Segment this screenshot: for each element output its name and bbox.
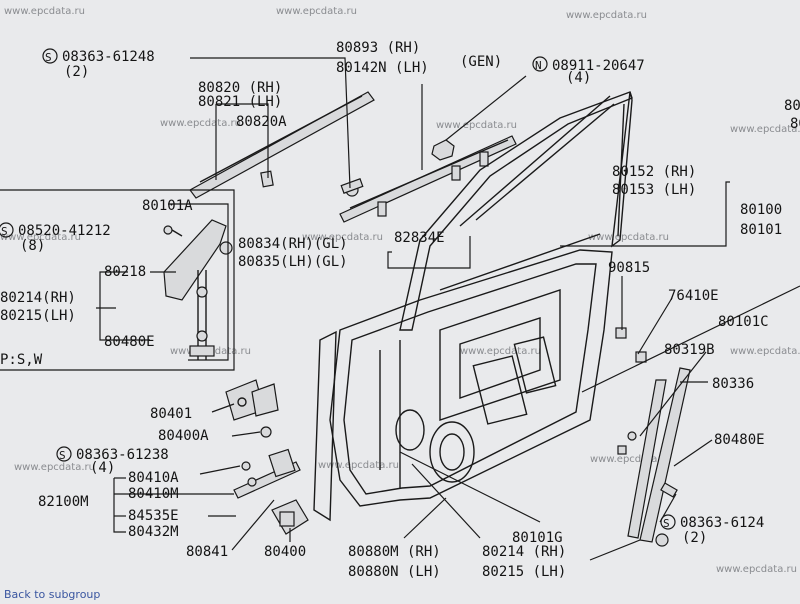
part-label-80880N: 80880N (LH) (348, 564, 441, 580)
part-label-80218: 80218 (104, 264, 146, 280)
door-inner-panel (313, 249, 613, 522)
part-label-80820A: 80820A (236, 114, 287, 130)
part-label-80214b: 80214 (RH) (482, 544, 566, 560)
screw (340, 178, 364, 197)
part-label-80101: 80101 (740, 222, 782, 238)
part-label-80101C: 80101C (718, 314, 769, 330)
moulding-80893 (339, 135, 517, 223)
nut-symbol: N (532, 56, 548, 72)
part-label-80142N: 80142N (LH) (336, 60, 429, 76)
watermark: www.epcdata.ru (566, 10, 647, 21)
part-label-80880M: 80880M (RH) (348, 544, 441, 560)
standard-part-symbol: S (660, 514, 676, 530)
part-label-80152: 80152 (RH) (612, 164, 696, 180)
lower-hinge (271, 499, 309, 535)
part-label-cut: 80 (784, 98, 800, 114)
part-label-80101A: 80101A (142, 198, 193, 214)
watermark: www.epcdata.ru (590, 454, 671, 465)
watermark: www.epcdata.ru (302, 232, 383, 243)
moulding-80820 (189, 91, 375, 199)
part-label-90815: 90815 (608, 260, 650, 276)
part-label-80215b: 80215 (LH) (482, 564, 566, 580)
part-label-80100: 80100 (740, 202, 782, 218)
leader-lines (0, 57, 800, 561)
screw (163, 225, 183, 237)
watermark: www.epcdata.ru (0, 232, 81, 243)
svg-text:N: N (535, 59, 542, 72)
watermark: www.epcdata.ru (716, 564, 797, 575)
part-label-84535E: 84535E (128, 508, 179, 524)
door-window-frame (399, 91, 633, 331)
part-label-80214: 80214(RH) (0, 290, 76, 306)
part-label-80480E: 80480E (714, 432, 765, 448)
door-check-assembly (233, 448, 301, 499)
svg-text:S: S (663, 517, 670, 530)
part-qty: (4) (566, 70, 591, 86)
part-label-80820: 80820 (RH) (198, 80, 282, 96)
part-label-80821: 80821 (LH) (198, 94, 282, 110)
part-label-80336: 80336 (712, 376, 754, 392)
back-to-subgroup-link[interactable]: Back to subgroup (4, 588, 100, 601)
part-label-08363-61238: 08363-61238 (76, 447, 169, 463)
part-qty: (2) (64, 64, 89, 80)
standard-part-symbol: S (42, 48, 58, 64)
part-qty: (2) (682, 530, 707, 546)
part-label-80215: 80215(LH) (0, 308, 76, 324)
part-label-pws: P:S,W (0, 352, 43, 368)
part-label-gen: (GEN) (460, 54, 502, 70)
part-label-cut: 80 (790, 116, 800, 132)
svg-text:S: S (45, 51, 52, 64)
bolt (260, 426, 272, 438)
part-label-76410E: 76410E (668, 288, 719, 304)
upper-hinge (225, 379, 279, 421)
part-label-80835: 80835(LH)(GL) (238, 254, 348, 270)
part-label-80432M: 80432M (128, 524, 179, 540)
part-qty: (8) (20, 238, 45, 254)
svg-text:S: S (1, 225, 8, 238)
part-label-80834: 80834(RH)(GL) (238, 236, 348, 252)
part-label-08911-20647: 08911-20647 (552, 58, 645, 74)
part-label-80410A: 80410A (128, 470, 179, 486)
part-label-08520-41212: 08520-41212 (18, 223, 111, 239)
part-label-80101G: 80101G (512, 530, 563, 546)
part-label-08363-6124: 08363-6124 (680, 515, 764, 531)
footer-bar (0, 588, 800, 600)
svg-text:S: S (59, 449, 66, 462)
watermark: www.epcdata.ru (318, 460, 399, 471)
watermark: www.epcdata.ru (436, 120, 517, 131)
part-label-80893: 80893 (RH) (336, 40, 420, 56)
window-regulator (163, 219, 233, 360)
clips (615, 327, 647, 455)
watermark: www.epcdata.ru (588, 232, 669, 243)
watermark: www.epcdata.ru (276, 6, 357, 17)
watermark: www.epcdata.ru (730, 124, 800, 135)
watermark: www.epcdata.ru (4, 6, 85, 17)
part-label-82834E: 82834E (394, 230, 445, 246)
part-label-80153: 80153 (LH) (612, 182, 696, 198)
watermark: www.epcdata.ru (160, 118, 241, 129)
watermark: www.epcdata.ru (14, 462, 95, 473)
watermark: www.epcdata.ru (460, 346, 541, 357)
part-qty: (4) (90, 460, 115, 476)
part-label-08363-61248: 08363-61248 (62, 49, 155, 65)
part-label-80400: 80400 (264, 544, 306, 560)
part-label-80319B: 80319B (664, 342, 715, 358)
part-label-80400A: 80400A (158, 428, 209, 444)
part-label-80480E: 80480E (104, 334, 155, 350)
part-label-80841: 80841 (186, 544, 228, 560)
part-label-80410M: 80410M (128, 486, 179, 502)
run-channel (627, 367, 691, 547)
standard-part-symbol: S (56, 446, 72, 462)
part-label-82100M: 82100M (38, 494, 89, 510)
watermark: www.epcdata.ru (730, 346, 800, 357)
part-label-80401: 80401 (150, 406, 192, 422)
nut (431, 139, 455, 161)
standard-part-symbol: S (0, 222, 14, 238)
parts-drawing (163, 91, 691, 547)
part-labels: S 08363-61248 (2) 80820 (RH) 80821 (LH) … (0, 40, 800, 580)
